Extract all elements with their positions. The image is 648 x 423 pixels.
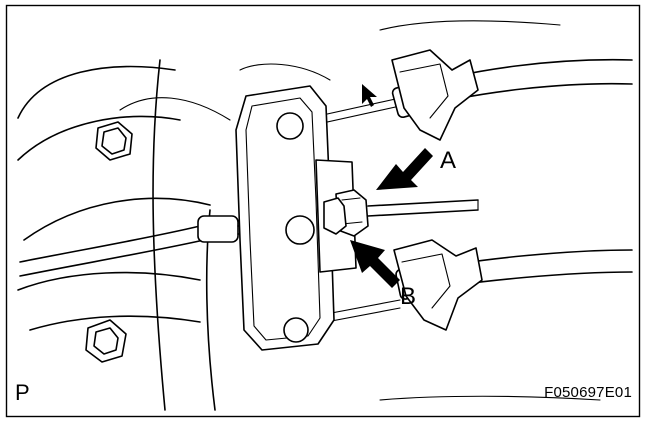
callout-arrow-a bbox=[376, 148, 433, 190]
mounting-bolt-upper bbox=[95, 121, 133, 161]
vehicle-body-outline bbox=[17, 20, 601, 411]
lock-nut bbox=[323, 197, 347, 235]
view-marker: P bbox=[15, 380, 30, 405]
figure-code: F050697E01 bbox=[544, 384, 632, 401]
cable-clip-lower bbox=[393, 239, 483, 331]
callout-label-b: B bbox=[400, 283, 416, 310]
threaded-rod bbox=[367, 199, 479, 217]
callout-arrow-b bbox=[350, 240, 400, 288]
cable-clip-upper bbox=[391, 49, 479, 141]
mounting-bolt-lower bbox=[85, 319, 127, 363]
cursor-arrow-icon bbox=[362, 84, 377, 107]
callout-label-a: A bbox=[440, 147, 456, 174]
figure-frame bbox=[5, 4, 641, 418]
